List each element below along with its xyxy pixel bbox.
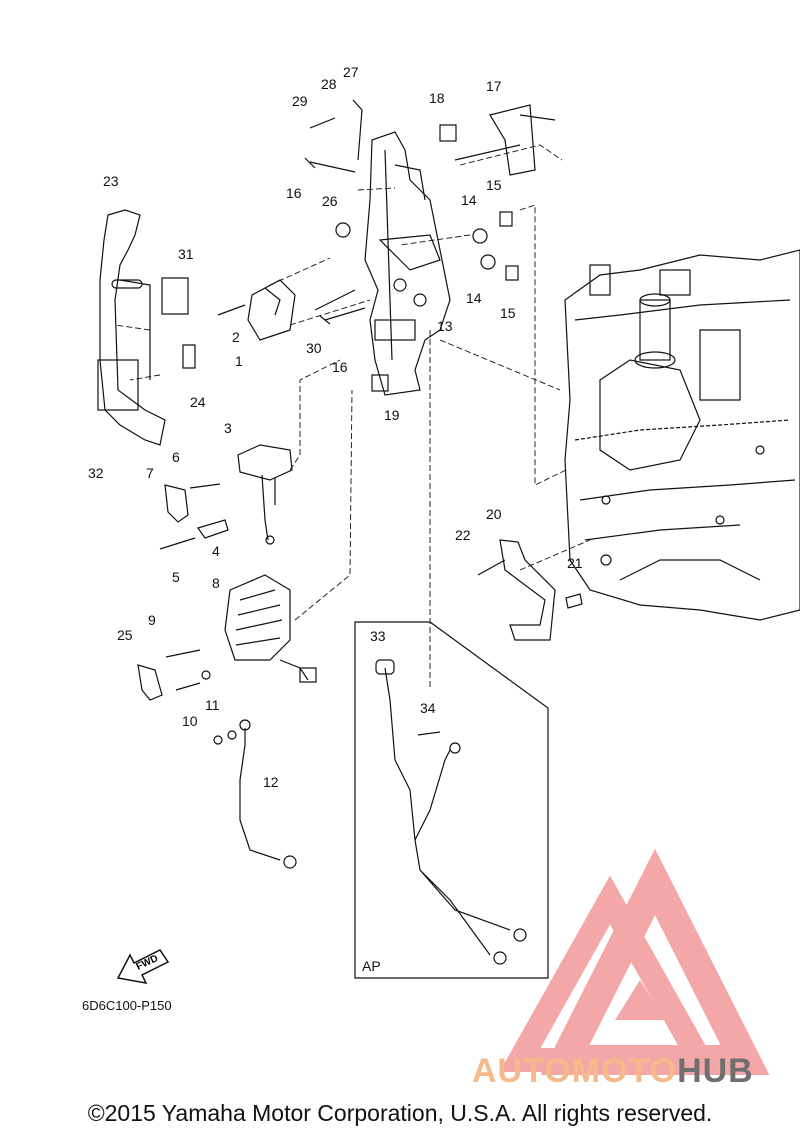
fwd-label: FWD bbox=[135, 953, 160, 973]
callout-21: 21 bbox=[567, 555, 583, 571]
battery-cable-part bbox=[384, 667, 511, 956]
callout-28: 28 bbox=[321, 76, 337, 92]
bolt-9-part bbox=[165, 649, 201, 658]
callout-11: 11 bbox=[205, 697, 220, 713]
inset-label: AP bbox=[362, 958, 381, 974]
fwd-arrow-icon: FWD bbox=[116, 949, 170, 985]
callout-8: 8 bbox=[212, 575, 220, 591]
callout-25: 25 bbox=[117, 627, 133, 643]
callout-3: 3 bbox=[224, 420, 232, 436]
callout-26: 26 bbox=[322, 193, 338, 209]
collar-15b-part bbox=[505, 265, 519, 281]
bracket-plate-part bbox=[364, 131, 451, 396]
cap-25-part bbox=[137, 664, 163, 701]
callout-16: 16 bbox=[286, 185, 302, 201]
clip-24-part bbox=[182, 344, 196, 369]
callout-13: 13 bbox=[437, 318, 453, 334]
leader-lines bbox=[114, 144, 591, 690]
callout-6: 6 bbox=[172, 449, 180, 465]
callout-5: 5 bbox=[172, 569, 180, 585]
callout-22: 22 bbox=[455, 527, 471, 543]
callout-14: 14 bbox=[466, 290, 482, 306]
callout-14: 14 bbox=[461, 192, 477, 208]
callout-30: 30 bbox=[306, 340, 322, 356]
callout-20: 20 bbox=[486, 506, 502, 522]
connector-18-part bbox=[439, 124, 457, 142]
rectifier-regulator-part bbox=[224, 574, 317, 683]
bolt-16a-part bbox=[304, 157, 356, 173]
relay-part bbox=[247, 279, 296, 341]
callout-1: 1 bbox=[235, 353, 243, 369]
bolt-16b-part bbox=[319, 307, 366, 325]
bolt-22-part bbox=[477, 559, 506, 576]
callout-29: 29 bbox=[292, 93, 308, 109]
grommet-14a-part bbox=[472, 228, 488, 244]
engine-block bbox=[564, 249, 800, 621]
bolt-29-part bbox=[309, 117, 336, 129]
callout-34: 34 bbox=[420, 700, 436, 716]
diagram-code: 6D6C100-P150 bbox=[82, 998, 172, 1013]
grommet-19-part bbox=[371, 374, 389, 392]
bracket-20-part bbox=[499, 539, 556, 641]
bolt-34-part bbox=[417, 731, 441, 736]
callout-17: 17 bbox=[486, 78, 502, 94]
callout-27: 27 bbox=[343, 64, 359, 80]
nut-21-part bbox=[565, 593, 583, 609]
inset-frame bbox=[354, 621, 549, 979]
cover-part bbox=[97, 209, 166, 446]
watermark-brand-part1: AUTOMOTO bbox=[472, 1052, 678, 1090]
bolt-6-part bbox=[189, 483, 221, 489]
callout-4: 4 bbox=[212, 543, 220, 559]
grommet-14b-part bbox=[480, 254, 496, 270]
callout-33: 33 bbox=[370, 628, 386, 644]
watermark-brand: AUTOMOTOHUB bbox=[472, 1052, 754, 1091]
watermark-logo bbox=[499, 848, 770, 1075]
cap-7-part bbox=[164, 484, 189, 523]
callout-15: 15 bbox=[500, 305, 516, 321]
callout-10: 10 bbox=[182, 713, 198, 729]
connector-17-part bbox=[489, 104, 536, 176]
clamp-27-part bbox=[352, 99, 363, 161]
ignition-coil-part bbox=[237, 444, 293, 545]
washer-11-part bbox=[201, 670, 211, 680]
callout-2: 2 bbox=[232, 329, 240, 345]
bolt-30-part bbox=[314, 289, 356, 311]
watermark-brand-part2: HUB bbox=[677, 1052, 754, 1090]
callout-31: 31 bbox=[178, 246, 194, 262]
callout-15: 15 bbox=[486, 177, 502, 193]
bolt-2-part bbox=[217, 304, 246, 316]
callout-16: 16 bbox=[332, 359, 348, 375]
ground-cable-part bbox=[239, 728, 281, 861]
callout-7: 7 bbox=[146, 465, 154, 481]
bolt-5-part bbox=[159, 537, 196, 550]
callout-32: 32 bbox=[88, 465, 104, 481]
callout-23: 23 bbox=[103, 173, 119, 189]
callout-9: 9 bbox=[148, 612, 156, 628]
callout-19: 19 bbox=[384, 407, 400, 423]
bolt-10-part bbox=[175, 682, 201, 691]
callout-layer: 1234567891011121314141515161617181920212… bbox=[88, 64, 583, 790]
collar-26-part bbox=[335, 222, 351, 238]
collar-15a-part bbox=[499, 211, 513, 227]
callout-18: 18 bbox=[429, 90, 445, 106]
callout-12: 12 bbox=[263, 774, 279, 790]
callout-24: 24 bbox=[190, 394, 206, 410]
copyright-notice: ©2015 Yamaha Motor Corporation, U.S.A. A… bbox=[87, 1100, 713, 1126]
label-sticker bbox=[161, 277, 189, 315]
terminal-4-part bbox=[197, 519, 229, 539]
